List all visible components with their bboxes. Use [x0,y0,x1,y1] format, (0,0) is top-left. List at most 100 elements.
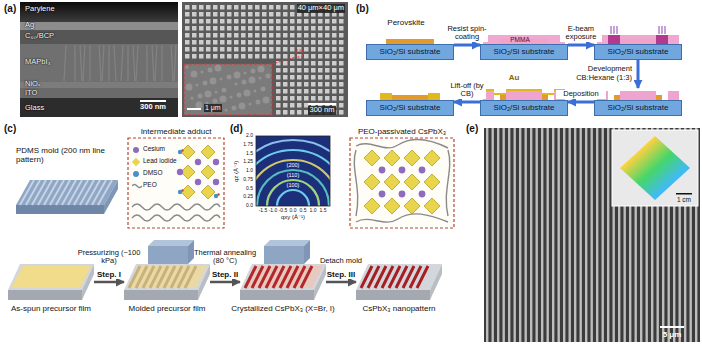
pattern-square [269,5,274,10]
pattern-square [241,12,246,17]
grain-boundary [108,45,109,81]
nanoline [585,128,587,342]
film-slab [356,264,442,300]
nanostripe [417,266,428,288]
pattern-square [318,12,323,17]
diffraction-ring [267,180,319,206]
legend-line [132,185,142,188]
pattern-square [304,96,309,101]
peo-chain [356,214,448,222]
pattern-square [283,96,288,101]
grain-boundary [136,45,138,81]
process-arrow [454,101,480,104]
pattern-square [248,26,253,31]
pattern-square [304,19,309,24]
pattern-square [269,33,274,38]
pattern-square [276,5,281,10]
pattern-square [297,33,302,38]
tick-label: 1.25 [243,159,253,165]
nanoline [591,128,593,342]
pattern-square [220,5,225,10]
pattern-square [339,82,344,87]
pattern-square [185,19,190,24]
precursor-film [11,266,91,288]
pattern-square [269,54,274,59]
pattern-square [227,40,232,45]
scale-label: 1 μm [204,104,222,112]
pattern-square [192,19,197,24]
pattern-square [297,12,302,17]
grain-boundary [64,45,66,81]
sem-image [182,2,348,117]
peo-chain [446,150,449,216]
grain [220,96,227,103]
pattern-square [185,54,190,59]
ring-label: (200) [286,162,301,168]
pattern-square [325,89,330,94]
inset-image [184,64,272,115]
pattern-square [227,19,232,24]
pattern-square [304,54,309,59]
pattern-square [290,82,295,87]
pattern-square [304,89,309,94]
sem-layer [20,98,178,117]
pattern-square [290,12,295,17]
grain [198,94,203,99]
pattern-square [227,12,232,17]
tick-label: 0.0 [246,203,253,209]
pattern-square [311,89,316,94]
pattern-square [262,47,267,52]
pdms-mold [148,240,194,246]
grain [239,103,246,110]
nanoline [536,128,538,342]
substrate-top [124,264,210,290]
pattern-square [185,33,190,38]
legend-text: DMSO [143,169,163,177]
pattern-square [339,33,344,38]
pattern-square [290,103,295,108]
film-stage: Molded precursor film [124,264,210,300]
inset-title: PEO-passivated CsPbX₃ [358,127,446,136]
pattern-square [290,61,295,66]
gold-electrode [380,93,392,100]
substrate-text: SiO₂/Si substrate [481,45,567,59]
pattern-square [255,47,260,52]
pattern-square [192,5,197,10]
film-slab [8,264,94,300]
pattern-square [192,12,197,17]
grain-boundary [80,45,82,81]
pattern-square [185,5,190,10]
inset-frame [128,138,224,228]
cesium-atom [419,191,426,198]
pattern-square [283,110,288,115]
pattern-square [290,40,295,45]
grain [261,87,266,92]
pattern-square [199,26,204,31]
sem-layer [20,2,178,22]
pattern-square [290,5,295,10]
pdms-mold [264,246,304,264]
pattern-square [276,89,281,94]
pattern-square [332,68,337,73]
tick-label: 1.5 [246,151,253,157]
pattern-square [283,61,288,66]
pattern-square [325,40,330,45]
pattern-square [255,40,260,45]
grain-boundary [161,45,162,81]
process-arrow [454,44,480,47]
pattern-square [213,47,218,52]
pattern-square [325,12,330,17]
substrate-sample: SiO₂/Si substrate [480,30,568,60]
pattern-square [213,54,218,59]
tick-label: -1.0 [269,208,278,214]
pattern-square [220,47,225,52]
pattern-square [255,26,260,31]
octahedron [424,198,440,214]
pattern-square [311,40,316,45]
pattern-square [248,54,253,59]
substrate-front [124,290,198,300]
nanoline [558,128,560,342]
pattern-square [283,54,288,59]
grain [251,69,256,74]
ring-label: (110) [286,172,300,178]
